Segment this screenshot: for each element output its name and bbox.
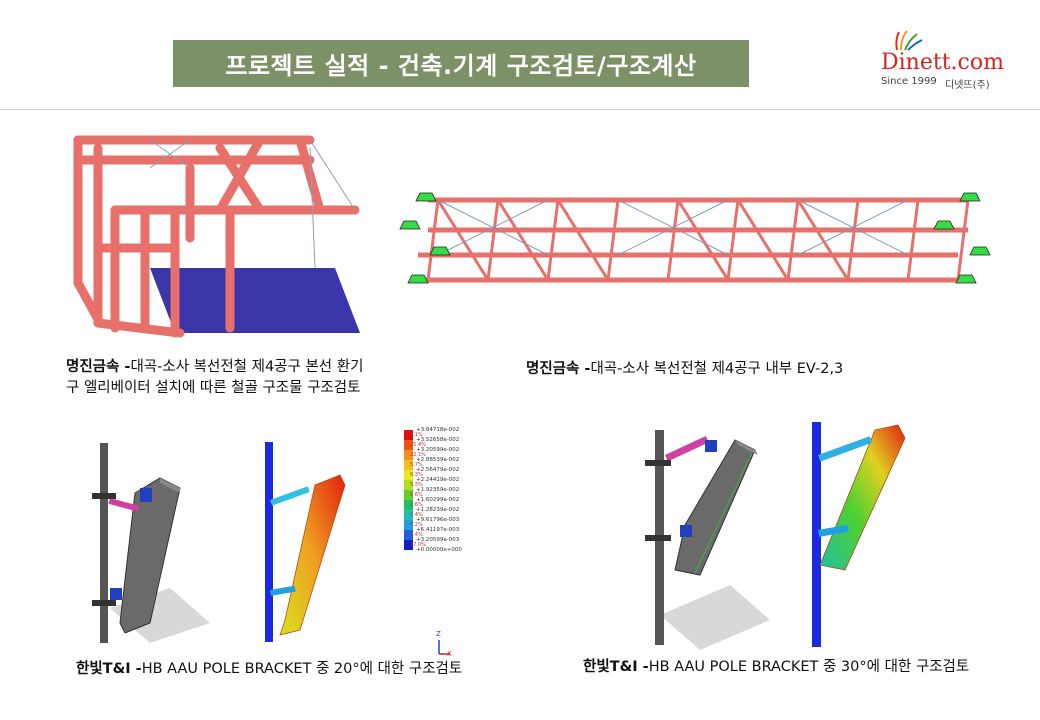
logo-since: Since 1999: [881, 76, 937, 87]
caption-4-client: 한빛T&I -: [583, 659, 649, 675]
legend-percent: 2.4%: [410, 512, 423, 518]
legend-value: +3.52658e-002: [416, 437, 460, 443]
legend-percent: 8.6%: [410, 492, 423, 498]
legend-swatch: [404, 470, 413, 480]
legend-percent: 5.3%: [410, 482, 423, 488]
logo-flame-icon: [895, 30, 923, 51]
stress-legend: +3.84718e-002 +3.52658e-002 +3.20599e-00…: [399, 427, 473, 568]
pole-bracket-30-model-image: [645, 430, 770, 650]
caption-1-client: 명진금속 -: [66, 359, 131, 375]
legend-swatch: [404, 460, 413, 470]
axis-triad-icon: [438, 640, 450, 655]
legend-swatch: [404, 450, 413, 460]
legend-swatch: [404, 520, 413, 530]
caption-2-client: 명진금속 -: [526, 361, 591, 377]
legend-swatch: [404, 530, 413, 540]
caption-project-3: 한빛T&I -HB AAU POLE BRACKET 중 20°에 대한 구조검…: [76, 659, 506, 680]
legend-swatch: [404, 500, 413, 510]
legend-value: +2.24419e-002: [416, 477, 460, 483]
legend-swatch: [404, 490, 413, 500]
legend-swatch: [404, 510, 413, 520]
legend-value: +0.00000e+000: [416, 547, 462, 553]
axis-x-label: X: [447, 650, 452, 658]
caption-project-1: 명진금속 -대곡-소사 복선전철 제4공구 본선 환기 구 엘리베이터 설치에 …: [66, 357, 466, 399]
caption-1-line1: 대곡-소사 복선전철 제4공구 본선 환기: [130, 359, 364, 375]
caption-3-client: 한빛T&I -: [76, 661, 142, 677]
legend-percent: 22.1%: [410, 452, 426, 458]
company-logo: Dinett.com Since 1999 디넷뜨(주): [873, 30, 1004, 91]
legend-percent: 25.4%: [410, 442, 426, 448]
legend-percent: 9.3%: [410, 472, 423, 478]
steel-frame-model-image: [73, 135, 360, 338]
legend-value: +6.41197e-003: [416, 527, 460, 533]
logo-korean-name: 디넷뜨(주): [945, 80, 990, 91]
pole-bracket-20-stress-contour-image: [265, 442, 346, 642]
legend-percent: 3.1%: [410, 432, 423, 438]
caption-project-4: 한빛T&I -HB AAU POLE BRACKET 중 30°에 대한 구조검…: [583, 657, 1013, 678]
legend-value: +1.60299e-002: [416, 497, 460, 503]
legend-percent: 5.7%: [410, 462, 423, 468]
long-truss-model-image: [399, 192, 991, 284]
legend-value: +1.28239e-002: [416, 507, 460, 513]
legend-percent: 1.6%: [410, 502, 423, 508]
legend-swatch: [404, 440, 413, 450]
legend-percent: 27.0%: [410, 542, 426, 548]
header-divider: [0, 109, 1040, 110]
legend-value: +3.84718e-002: [416, 427, 460, 433]
caption-3-text: HB AAU POLE BRACKET 중 20°에 대한 구조검토: [141, 661, 463, 677]
legend-percent: 4.4%: [410, 532, 423, 538]
caption-project-2: 명진금속 -대곡-소사 복선전철 제4공구 내부 EV-2,3: [526, 359, 946, 380]
axis-z-label: Z: [436, 630, 441, 638]
pole-bracket-20-model-image: [92, 443, 210, 643]
legend-value: +1.92359e-002: [416, 487, 460, 493]
pole-bracket-30-stress-contour-image: [812, 422, 906, 647]
caption-4-text: HB AAU POLE BRACKET 중 30°에 대한 구조검토: [648, 659, 970, 675]
legend-swatch: [404, 480, 413, 490]
legend-percent: 7.2%: [410, 522, 423, 528]
legend-swatch: [404, 430, 413, 440]
legend-value: +2.88539e-002: [416, 457, 460, 463]
caption-1-line2: 구 엘리베이터 설치에 따른 철골 구조물 구조검토: [66, 380, 361, 396]
legend-value: +9.61796e-003: [416, 517, 460, 523]
legend-swatch: [404, 540, 413, 550]
logo-name: Dinett.com: [881, 50, 1004, 75]
legend-value: +2.56479e-002: [416, 467, 460, 473]
caption-2-text: 대곡-소사 복선전철 제4공구 내부 EV-2,3: [590, 361, 844, 377]
legend-value: +3.20599e-003: [416, 537, 460, 543]
legend-value: +3.20599e-002: [416, 447, 460, 453]
page-title: 프로젝트 실적 - 건축.기계 구조검토/구조계산: [173, 40, 749, 87]
